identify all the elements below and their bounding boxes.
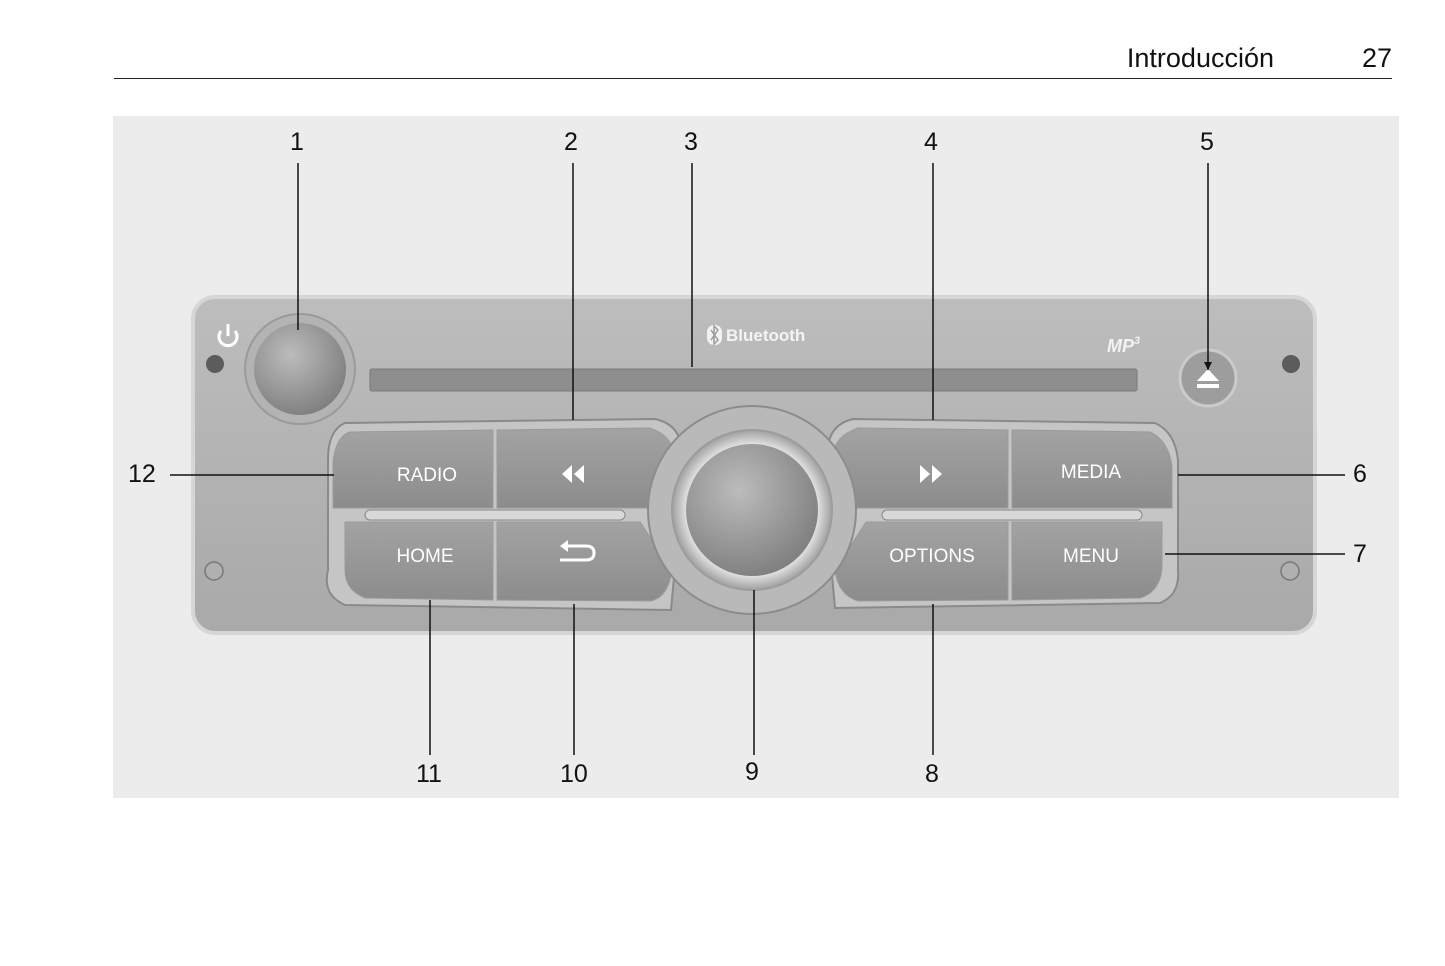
page-header: Introducción 27 xyxy=(114,38,1392,79)
callout-5: 5 xyxy=(1200,128,1214,156)
fast-forward-icon xyxy=(920,465,942,483)
callout-6: 6 xyxy=(1353,460,1367,488)
back-arrow-icon xyxy=(560,540,596,562)
leader-arrows xyxy=(1204,362,1212,370)
center-knob[interactable] xyxy=(686,444,818,576)
bluetooth-icon xyxy=(707,324,722,346)
rewind-icon xyxy=(562,465,584,483)
media-label: MEDIA xyxy=(1061,462,1122,483)
home-label: HOME xyxy=(397,546,454,567)
radio-label: RADIO xyxy=(397,465,457,486)
power-icon xyxy=(217,324,239,348)
radio-button[interactable] xyxy=(332,429,494,509)
screw-top-right xyxy=(1282,355,1300,373)
callout-10: 10 xyxy=(560,760,588,788)
callout-9: 9 xyxy=(745,758,759,786)
right-divider-bar xyxy=(881,509,1143,521)
menu-label: MENU xyxy=(1063,546,1119,567)
screw-bottom-left xyxy=(204,561,224,581)
callout-11: 11 xyxy=(416,760,442,788)
callout-8: 8 xyxy=(925,760,939,788)
section-title: Introducción xyxy=(1126,43,1274,73)
screw-top-left xyxy=(206,355,224,373)
menu-button[interactable] xyxy=(1011,521,1163,601)
cd-slot[interactable] xyxy=(369,368,1138,392)
options-label: OPTIONS xyxy=(889,546,975,567)
screw-bottom-right xyxy=(1280,561,1300,581)
callout-7: 7 xyxy=(1353,540,1367,568)
leader-lines xyxy=(170,163,1345,755)
callout-12: 12 xyxy=(128,460,156,488)
bluetooth-label: Bluetooth xyxy=(726,326,805,345)
eject-icon xyxy=(1197,369,1219,388)
rewind-button[interactable] xyxy=(496,427,674,509)
media-button[interactable] xyxy=(1011,429,1173,509)
volume-knob[interactable] xyxy=(254,323,346,415)
callout-1: 1 xyxy=(290,128,304,156)
page-number: 27 xyxy=(1361,43,1392,73)
callout-4: 4 xyxy=(924,128,938,156)
callout-2: 2 xyxy=(564,128,578,156)
callout-3: 3 xyxy=(684,128,698,156)
mp3-logo: MP3 xyxy=(1107,335,1140,356)
left-divider-bar xyxy=(364,509,626,521)
home-button[interactable] xyxy=(344,521,494,601)
